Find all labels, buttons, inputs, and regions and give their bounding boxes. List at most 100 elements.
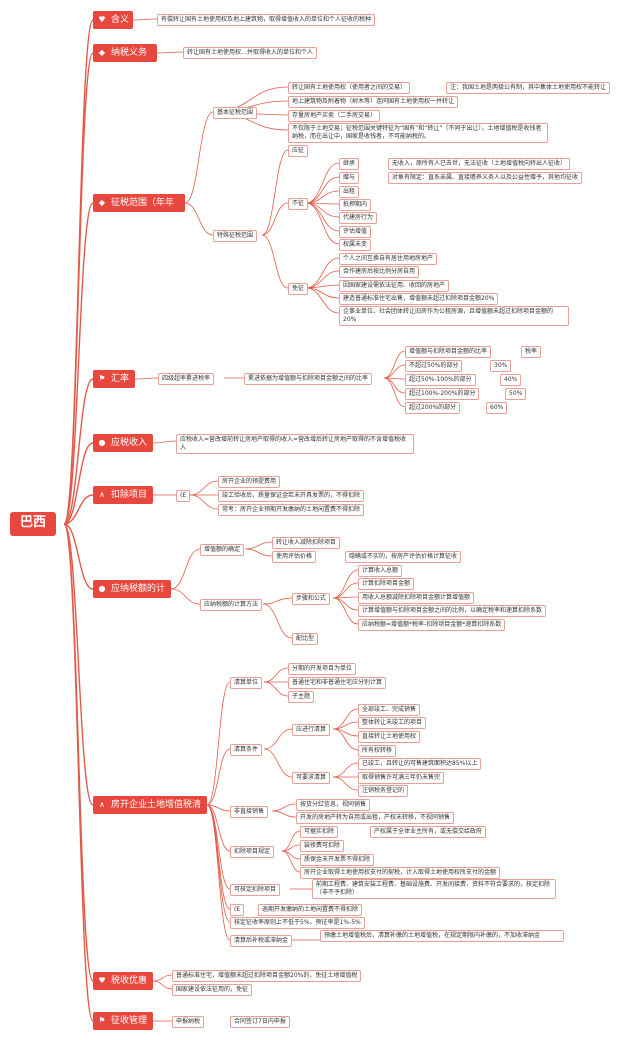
tag-icon: ◆ bbox=[98, 48, 106, 57]
connector bbox=[305, 202, 340, 245]
connector bbox=[244, 548, 273, 557]
node: 注：我国土地是两极公有制，其中集体土地使用权不能转让 bbox=[446, 82, 611, 94]
node: 企事业单位、社会团体转让旧房作为公租房源，且增值额未超过扣除项目金额的20% bbox=[339, 306, 569, 326]
connector bbox=[332, 708, 359, 730]
connector bbox=[305, 284, 340, 289]
node: 应税收入=营改增前转让房地产取得的收入=营改增后转让房地产取得的不含增值税收入 bbox=[176, 434, 414, 454]
connector bbox=[305, 270, 340, 289]
connector bbox=[305, 287, 340, 299]
node: 超过200%的部分 bbox=[405, 402, 461, 414]
connector bbox=[332, 569, 359, 599]
node: 申报纳税 bbox=[172, 1016, 205, 1028]
heart-icon: ♥ bbox=[98, 15, 106, 24]
node: 存量房地产买卖（二手房交易） bbox=[288, 110, 381, 122]
connector bbox=[206, 681, 231, 806]
node: (E bbox=[176, 490, 191, 502]
branch-tax-incentives[interactable]: ♥税收优惠 bbox=[93, 972, 153, 990]
node: 四级超率累进税率 bbox=[158, 373, 215, 385]
node: 超过100%-200%的部分 bbox=[405, 388, 480, 400]
node: 计算收入总额 bbox=[358, 565, 403, 577]
branch-tax-calc[interactable]: ●应纳税额的计算 bbox=[93, 580, 171, 610]
branch-meaning[interactable]: ♥含义 bbox=[93, 11, 133, 29]
connector bbox=[332, 582, 359, 599]
node: 赠与 bbox=[339, 172, 360, 184]
connector bbox=[305, 202, 340, 218]
connector bbox=[271, 803, 297, 812]
connector bbox=[63, 523, 94, 590]
connector bbox=[262, 603, 293, 639]
coin-icon: ● bbox=[98, 584, 106, 593]
node: 有偿转让国有土地使用权及地上建筑物，取得增值收入的单位和个人征收的税种 bbox=[157, 14, 376, 26]
node: 特殊征税范围 bbox=[213, 230, 258, 242]
node: 开发的房地产转为自用或出租，产权未转移，不视同销售 bbox=[296, 812, 455, 824]
branch-taxable-income[interactable]: ●应税收入 bbox=[93, 434, 153, 452]
node: 全部竣工、完成销售 bbox=[358, 704, 421, 716]
node: 普通标准住宅，增值额未超过扣除项目金额20%的，免征土地增值税 bbox=[172, 970, 362, 982]
node: 房开企业取得土地使用权支付的契税，计入取得土地使用权所支付的金额 bbox=[300, 867, 501, 879]
node: 直接转让土地使用权 bbox=[358, 731, 421, 743]
node: 按货分红信息，视同销售 bbox=[296, 799, 371, 811]
flag-icon: ⚑ bbox=[98, 1016, 106, 1025]
node: 普通住宅和非普通住宅应分别计算 bbox=[288, 677, 387, 689]
node: 无收入，原所有人已去世，无法征收（土地增值税向转出人征收） bbox=[388, 158, 571, 170]
root-node: 巴西 bbox=[10, 512, 57, 536]
node: 配比型 bbox=[292, 633, 319, 645]
node: (E bbox=[230, 904, 245, 916]
node: 继承 bbox=[339, 158, 360, 170]
connector bbox=[63, 52, 94, 525]
diamond-icon: ◆ bbox=[98, 198, 106, 207]
heart-icon: ♥ bbox=[98, 976, 106, 985]
node: 常考：房开企业预期开发缴纳的土地闲置费不得扣除 bbox=[218, 504, 365, 516]
node: 质保金未开发票不得扣除 bbox=[300, 854, 375, 866]
node: 30% bbox=[490, 360, 512, 372]
connector bbox=[156, 51, 184, 54]
node: 用收入总额减除扣除项目金额计算增值额 bbox=[358, 592, 475, 604]
branch-rate[interactable]: ⚑汇率 bbox=[93, 370, 135, 388]
node: 可据实扣除 bbox=[300, 826, 339, 838]
connector bbox=[63, 202, 94, 525]
node: 步骤和公式 bbox=[292, 593, 331, 605]
node: 预缴土地增值税后，清算补缴的土地增值税，在规定期限内补缴的，不加收滞纳金 bbox=[320, 930, 564, 942]
node: 因国家建设需依法征用、收回的房地产 bbox=[339, 280, 450, 292]
connector bbox=[383, 377, 406, 394]
connector bbox=[152, 980, 173, 990]
node: 税率 bbox=[521, 346, 542, 358]
connector bbox=[305, 257, 340, 289]
angle-icon: ∧ bbox=[99, 490, 105, 499]
node: 转让国有土地使用权（使用者之间的交易） bbox=[288, 82, 411, 94]
connector bbox=[263, 681, 289, 697]
node: 前期工程费、建筑安装工程费、基础设施费、开发间接费，资料不符合要求的，核定扣除（… bbox=[312, 879, 556, 899]
connector bbox=[206, 804, 231, 941]
connector bbox=[332, 597, 359, 625]
connector bbox=[189, 480, 219, 496]
connector bbox=[383, 377, 406, 408]
connector bbox=[281, 850, 301, 873]
connector bbox=[332, 597, 359, 611]
connector bbox=[332, 762, 359, 778]
node: 代建房行为 bbox=[339, 212, 378, 224]
node: 地上建筑物及附着物（树木等）连同国有土地使用权一并转让 bbox=[288, 96, 459, 108]
branch-collection[interactable]: ⚑征收管理 bbox=[93, 1012, 153, 1030]
branch-deductions[interactable]: ∧扣除项目 bbox=[93, 486, 153, 504]
connector bbox=[261, 234, 289, 289]
connector bbox=[332, 728, 359, 751]
node: 50% bbox=[505, 388, 527, 400]
connector bbox=[189, 494, 219, 510]
connector bbox=[184, 202, 214, 236]
branch-taxable-scope[interactable]: ◆征税范围（年年考） bbox=[93, 194, 185, 224]
branch-taxpayer[interactable]: ◆纳税义务人 bbox=[93, 44, 157, 74]
node: 使用评估价格 bbox=[272, 551, 317, 563]
branch-liquidation[interactable]: ∧房开企业土地增值税清算 bbox=[93, 796, 207, 826]
node: 转让国有土地使用权…并取得收入的单位和个人 bbox=[183, 47, 318, 59]
node: 增值额的确定 bbox=[200, 544, 245, 556]
node: 不征 bbox=[288, 198, 309, 210]
node: 注销税务登记的 bbox=[358, 785, 409, 797]
node: 超过50%-100%的部分 bbox=[405, 374, 476, 386]
node: 非直接销售 bbox=[230, 806, 269, 818]
connector bbox=[261, 149, 289, 236]
connector bbox=[305, 287, 340, 314]
node: 竣工验收后，质量保证金若未开具发票的，不得扣除 bbox=[218, 490, 365, 502]
connector bbox=[184, 111, 214, 204]
connector bbox=[271, 810, 297, 818]
